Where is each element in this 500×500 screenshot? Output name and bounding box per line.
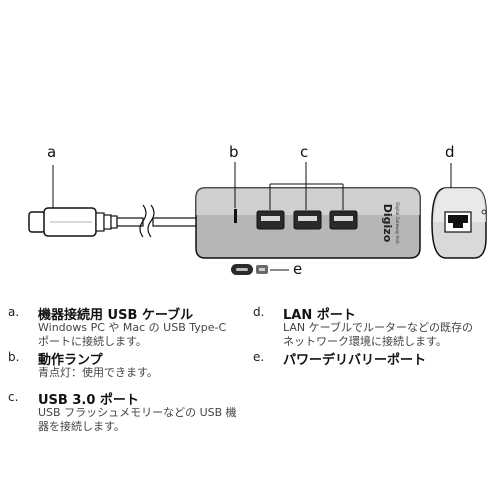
legend-letter: e. [253, 350, 265, 364]
legend-title: LAN ポート [283, 308, 356, 323]
callout-c: c [300, 143, 309, 161]
usb-c-plug [28, 207, 97, 237]
lan-port [444, 211, 472, 233]
brand-logo: Digizo [381, 204, 394, 243]
usb-port-2 [293, 210, 322, 230]
legend-title: USB 3.0 ポート [38, 393, 139, 408]
legend-description-line: ポートに接続します。 [38, 335, 147, 348]
legend-description: LAN ケーブルでルーターなどの既存の ネットワーク環境に接続します。 [283, 321, 473, 349]
legend-description-line: Windows PC や Mac の USB Type-C [38, 321, 227, 334]
usb-port-1 [256, 210, 285, 230]
legend-description-line: ネットワーク環境に接続します。 [283, 335, 447, 348]
cable-strain-relief [95, 212, 118, 232]
usb-port-3 [329, 210, 358, 230]
legend-description: Windows PC や Mac の USB Type-C ポートに接続します。 [38, 321, 226, 349]
brand-subtext: Digital Gateway Hub [395, 202, 400, 244]
power-delivery-port-diagram [231, 264, 268, 275]
callout-d: d [445, 143, 455, 161]
legend-letter: d. [253, 305, 265, 319]
callout-e: e [293, 260, 303, 278]
legend-title: 動作ランプ [38, 353, 103, 368]
legend-title: 機器接続用 USB ケーブル [38, 308, 194, 323]
legend-letter: c. [8, 390, 19, 404]
cable [116, 204, 198, 238]
link-icon [481, 209, 487, 215]
legend-description-line: 青点灯：使用できます。 [38, 366, 158, 379]
legend-title: パワーデリバリーポート [283, 353, 427, 368]
leader-bracket-c [269, 162, 344, 210]
legend-description-line: 器を接続します。 [38, 420, 125, 433]
legend-description: 青点灯：使用できます。 [38, 366, 158, 380]
legend-letter: b. [8, 350, 20, 364]
legend-description-line: USB フラッシュメモリーなどの USB 機 [38, 406, 237, 419]
legend-letter: a. [8, 305, 20, 319]
callout-a: a [47, 143, 57, 161]
legend-description-line: LAN ケーブルでルーターなどの既存の [283, 321, 473, 334]
legend-description: USB フラッシュメモリーなどの USB 機 器を接続します。 [38, 406, 237, 434]
status-lamp [234, 209, 237, 223]
callout-b: b [229, 143, 239, 161]
